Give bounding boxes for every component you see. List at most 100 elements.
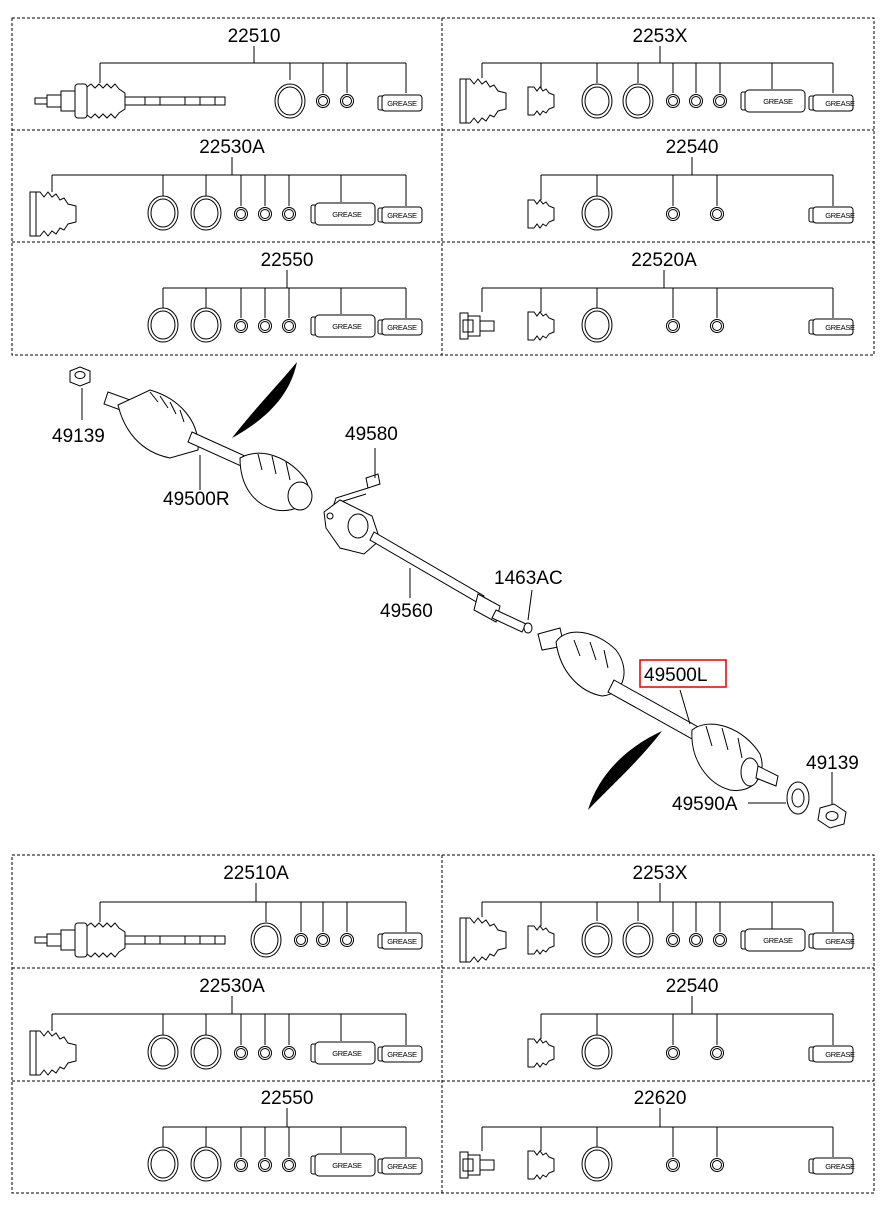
kit-cell-2253X[interactable]: 2253X GREASE GREASE	[459, 26, 855, 124]
bearing-bracket-part[interactable]	[323, 499, 527, 633]
nut-upper-part[interactable]	[69, 366, 91, 387]
clamp-ring-part	[622, 922, 654, 958]
callout-shaft-right: 49500R	[163, 489, 230, 510]
kit-cell-label: 22550	[261, 250, 314, 271]
circlip-part	[258, 319, 272, 333]
kit-cell-22620[interactable]: 22620 GREASE	[459, 1088, 855, 1182]
grease-text: GREASE	[332, 322, 362, 331]
leader-lines	[540, 996, 834, 1045]
clamp-ring-part	[250, 922, 282, 958]
circlip-part	[234, 319, 248, 333]
circlip-part	[710, 1046, 724, 1060]
clamp-ring-part	[622, 83, 654, 119]
bolt-part[interactable]	[333, 473, 381, 505]
callout-shaft-left[interactable]: 49500L	[644, 665, 707, 686]
kit-cell-label: 22520A	[631, 250, 697, 271]
clamp-ring-part	[190, 195, 222, 231]
grease-text: GREASE	[825, 211, 855, 220]
boot-part	[459, 78, 507, 124]
kit-cell-22510[interactable]: 22510 GREASE	[34, 26, 423, 119]
leader-lines	[51, 157, 407, 206]
callout-bolt: 49580	[345, 424, 398, 445]
kit-cell-22540[interactable]: 22540 GREASE	[527, 976, 855, 1070]
clamp-ring-part	[190, 1034, 222, 1070]
leader-line	[679, 689, 691, 725]
driveshaft-right-part[interactable]	[103, 389, 313, 512]
kit-cell-22530A[interactable]: 22530A GREASE GREASE	[29, 976, 423, 1076]
kit-cell-label: 22510	[228, 26, 281, 47]
circlip-part	[282, 1046, 296, 1060]
clamp-ring-part	[190, 307, 222, 343]
kit-cell-label: 2253X	[633, 863, 688, 884]
clamp-ring-part	[581, 1146, 613, 1182]
circlip-part	[666, 207, 680, 221]
leader-lines	[481, 270, 834, 318]
kit-cell-label: 22510A	[223, 863, 289, 884]
grease-text: GREASE	[332, 210, 362, 219]
callout-dust-seal: 49590A	[672, 794, 738, 815]
circlip-part	[258, 1158, 272, 1172]
circlip-part	[713, 933, 727, 947]
driveshaft-left-part[interactable]	[537, 627, 779, 792]
circlip-part	[666, 94, 680, 108]
grease-text: GREASE	[763, 97, 793, 106]
nut-lower-part[interactable]	[817, 803, 847, 829]
clamp-ring-part	[274, 83, 306, 119]
dust-seal-part[interactable]	[786, 781, 810, 815]
circlip-part	[282, 319, 296, 333]
clamp-ring-part	[147, 1146, 179, 1182]
driveshaft-assy-part	[34, 922, 226, 958]
callout-snap-ring: 1463AC	[494, 568, 563, 589]
circlip-part	[340, 933, 354, 947]
leader-lines	[99, 883, 407, 932]
kit-cell-22530A[interactable]: 22530A GREASE GREASE	[29, 137, 423, 237]
kit-cell-22540[interactable]: 22540 GREASE	[527, 137, 855, 231]
kit-cell-label: 22620	[634, 1088, 687, 1109]
circlip-part	[234, 207, 248, 221]
circlip-part	[258, 207, 272, 221]
circlip-part	[710, 1158, 724, 1172]
kit-cell-label: 22540	[666, 976, 719, 997]
circlip-part	[666, 1046, 680, 1060]
boot-small-part	[527, 199, 555, 229]
grease-text: GREASE	[387, 99, 417, 108]
leader-lines	[162, 270, 407, 318]
grease-text: GREASE	[825, 937, 855, 946]
kit-cell-22550[interactable]: 22550 GREASE GREASE	[147, 1088, 423, 1182]
grease-text: GREASE	[332, 1161, 362, 1170]
kit-table-border	[11, 854, 875, 1194]
boot-small-part	[527, 1038, 555, 1068]
kit-cell-2253X[interactable]: 2253X GREASE GREASE	[459, 863, 855, 963]
grease-text: GREASE	[387, 323, 417, 332]
kit-cell-22520A[interactable]: 22520A GREASE	[459, 250, 855, 343]
kit-cell-22550[interactable]: 22550 GREASE GREASE	[147, 250, 423, 343]
circlip-part	[666, 933, 680, 947]
circlip-part	[689, 933, 703, 947]
kit-cell-label: 2253X	[633, 26, 688, 47]
clamp-ring-part	[147, 195, 179, 231]
boot-part	[29, 191, 77, 237]
swoosh-arrow-lower	[588, 731, 662, 810]
clamp-ring-part	[581, 1034, 613, 1070]
snap-ring-part[interactable]	[523, 622, 533, 634]
circlip-part	[340, 94, 354, 108]
clamp-ring-part	[147, 307, 179, 343]
circlip-part	[294, 933, 308, 947]
circlip-part	[316, 94, 330, 108]
kit-table-border	[11, 17, 875, 356]
boot-small-part	[527, 1150, 555, 1180]
circlip-part	[689, 94, 703, 108]
clamp-ring-part	[581, 307, 613, 343]
exploded-view: 49139 49500R 49580 49560 1463AC 49500L 4…	[52, 362, 859, 829]
grease-text: GREASE	[825, 1162, 855, 1171]
grease-text: GREASE	[763, 936, 793, 945]
clamp-ring-part	[147, 1034, 179, 1070]
kit-table-top: 22510 GREASE 2253X GREASE GREASE	[11, 17, 875, 356]
circlip-part	[234, 1158, 248, 1172]
kit-cell-22510A[interactable]: 22510A GREASE	[34, 863, 423, 958]
grease-text: GREASE	[332, 1049, 362, 1058]
boot-part	[29, 1030, 77, 1076]
circlip-part	[710, 319, 724, 333]
grease-text: GREASE	[387, 937, 417, 946]
